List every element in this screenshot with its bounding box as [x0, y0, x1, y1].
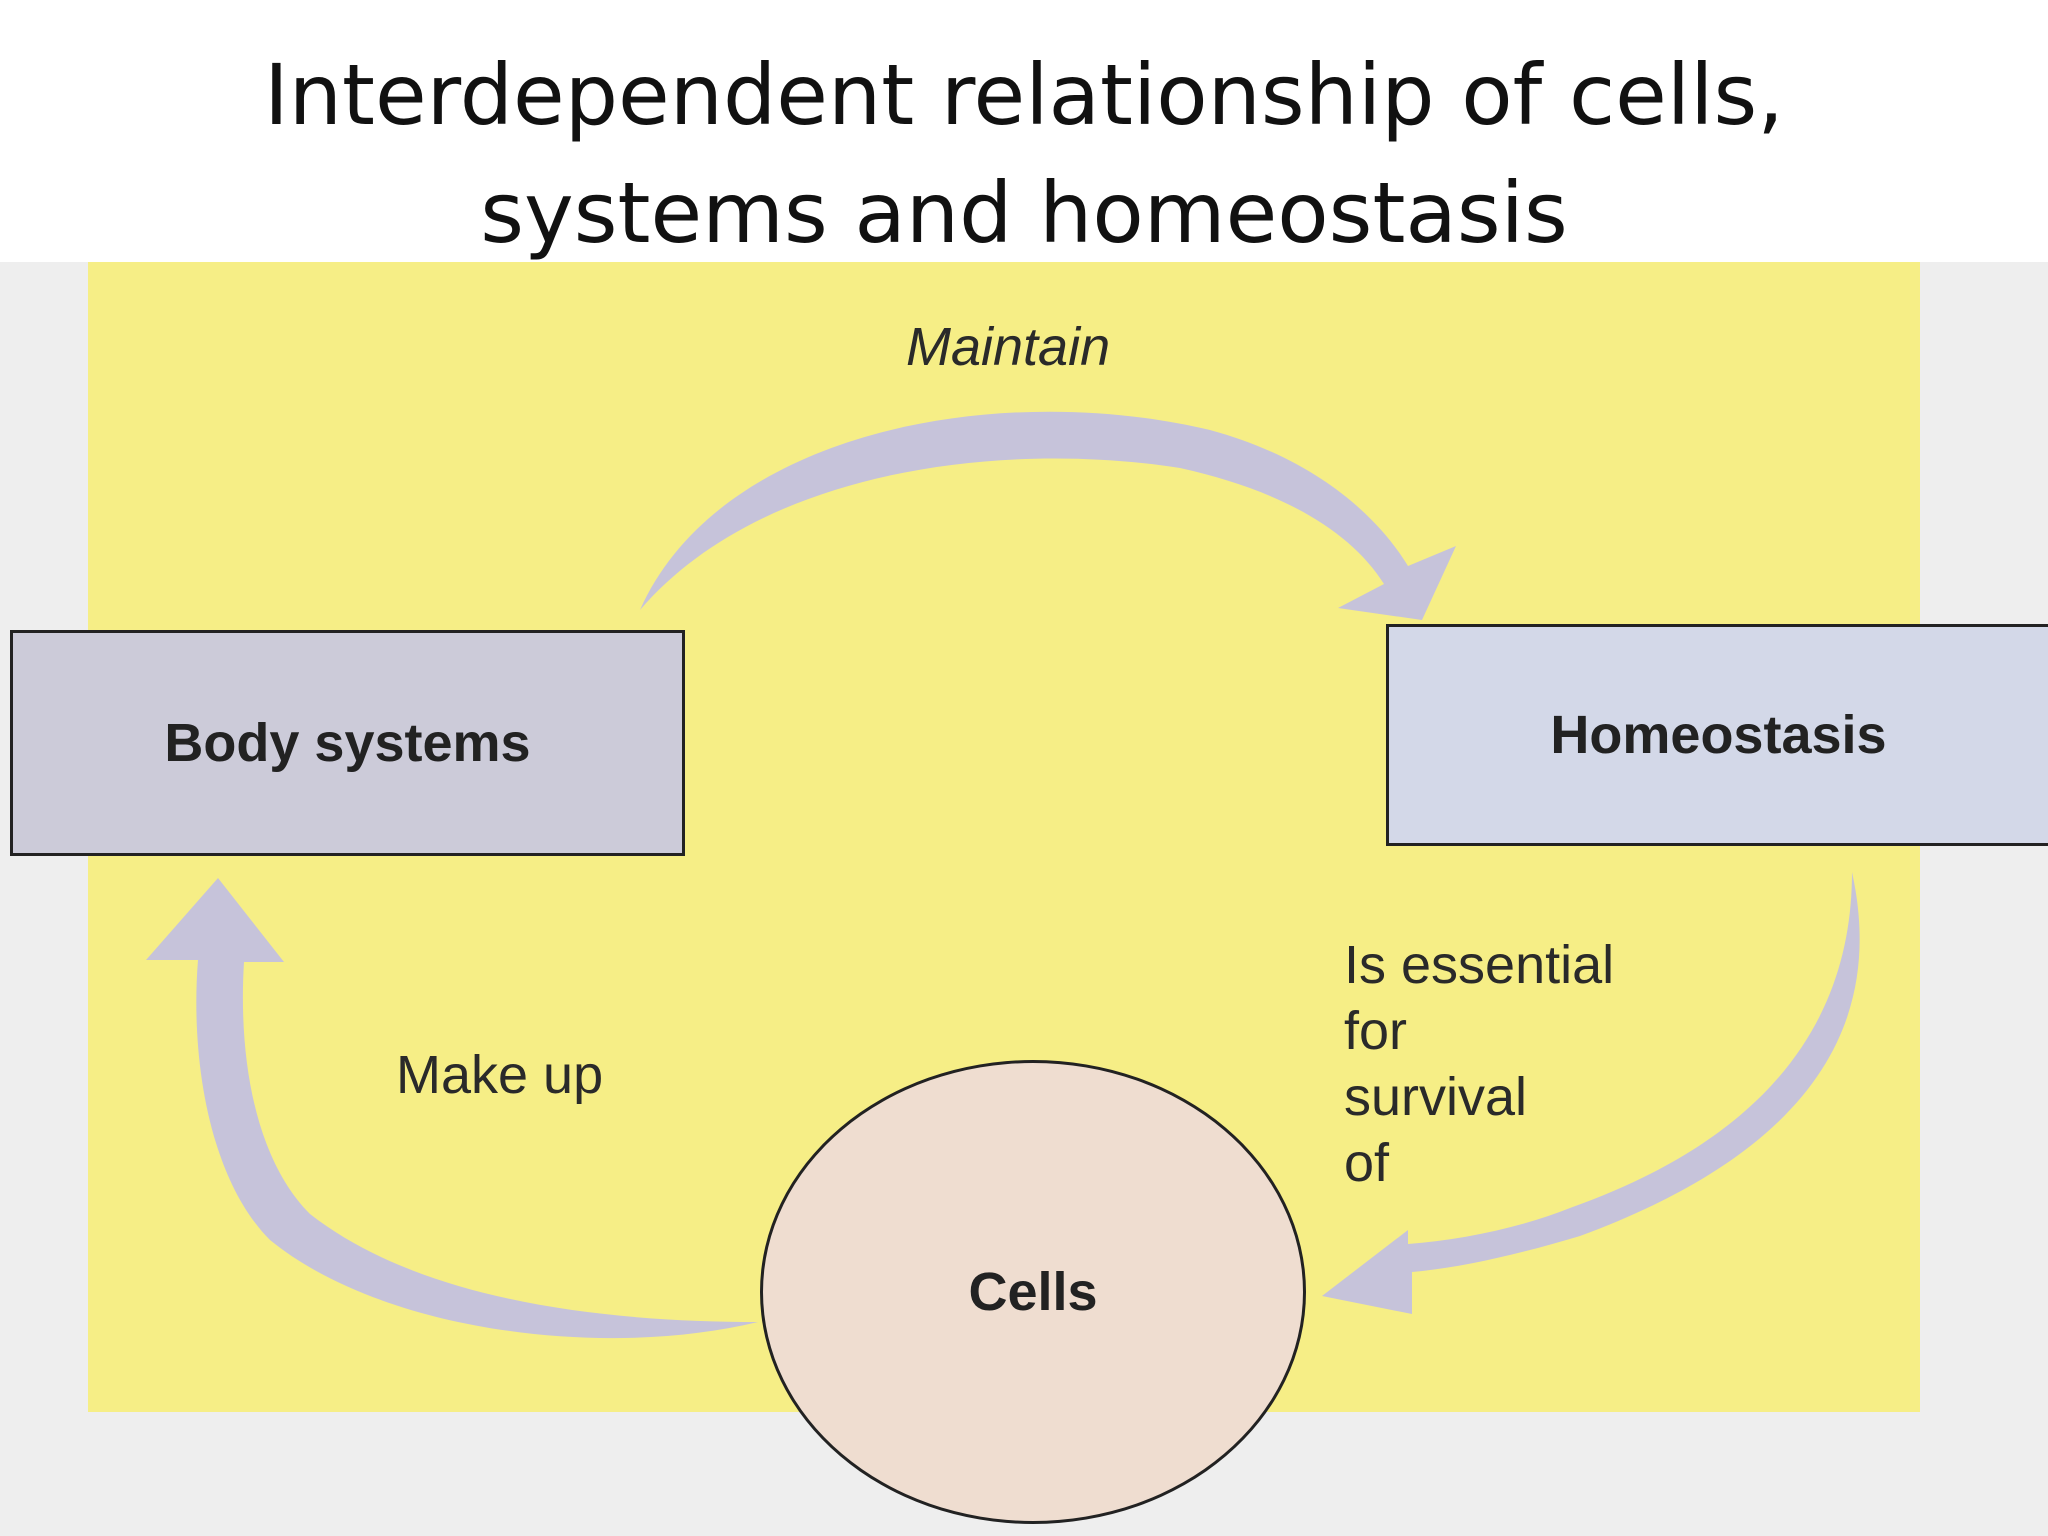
cells-label: Cells [968, 1262, 1098, 1322]
body-systems-label: Body systems [164, 713, 531, 773]
homeostasis-node: Homeostasis [1386, 624, 2048, 846]
body-systems-node: Body systems [10, 630, 685, 856]
maintain-label: Maintain [906, 317, 1111, 377]
slide-title: Interdependent relationship of cells, sy… [0, 36, 2048, 272]
cells-node: Cells [760, 1060, 1306, 1524]
is-essential-label: Is essential for survival of [1344, 935, 1615, 1193]
make-up-label: Make up [396, 1045, 604, 1105]
essential-arrow [1322, 872, 1860, 1314]
title-line-1: Interdependent relationship of cells, [264, 46, 1784, 144]
homeostasis-label: Homeostasis [1550, 705, 1887, 765]
title-line-2: systems and homeostasis [480, 164, 1568, 262]
makeup-arrow [146, 878, 758, 1339]
maintain-arrow [640, 411, 1456, 620]
